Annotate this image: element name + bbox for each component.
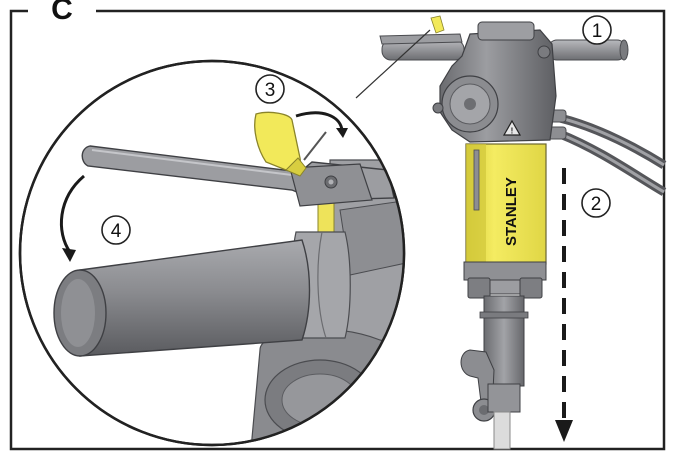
callout-1-label: 1 [592,21,603,42]
callout-3-label: 3 [265,80,276,101]
stanley-wordmark: STANLEY [503,177,520,246]
panel-frame [9,9,666,451]
callout-2-label: 2 [591,194,602,215]
safety-latch-small [430,15,445,34]
handle-grip [79,239,311,357]
breaker-tool: ! STANLEY [379,15,667,450]
tool-bit [493,411,511,450]
svg-text:!: ! [511,127,514,136]
callout-2: 2 [581,188,611,218]
warning-triangle-icon [502,119,522,136]
rotate-arrow-3 [295,111,344,131]
panel-letter: C [51,0,73,26]
handle-bar-right [547,39,627,61]
callout-4-label: 4 [111,221,122,242]
callout-3: 3 [255,74,285,104]
callout-1: 1 [582,15,612,45]
downward-arrowhead [555,420,573,442]
detail-leader-line [355,29,431,99]
press-arrow-4 [59,174,85,253]
callout-4: 4 [101,215,131,245]
